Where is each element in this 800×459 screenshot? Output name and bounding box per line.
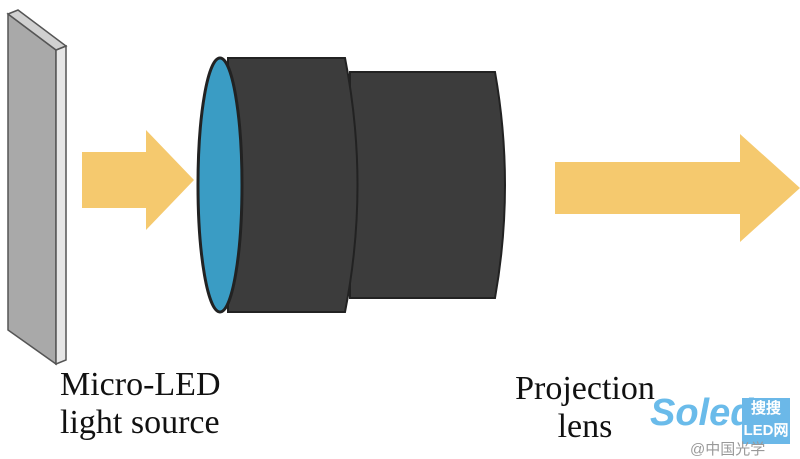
label-line: lens (557, 408, 613, 445)
watermark-badge: 搜搜 LED网 (742, 398, 790, 444)
brand-text: Soled (650, 392, 754, 434)
badge-bottom: LED网 (743, 422, 789, 439)
micro-led-label: Micro-LED light source (60, 366, 221, 442)
micro-led-panel (6, 9, 68, 366)
projection-lens (196, 56, 506, 314)
lens-glass (196, 56, 244, 314)
output-light-arrow (555, 134, 800, 242)
label-line: light source (60, 404, 220, 441)
projection-lens-label: Projection lens (502, 370, 668, 446)
label-line: Projection (515, 370, 655, 407)
badge-top: 搜搜 (750, 400, 781, 417)
input-light-arrow (82, 130, 194, 230)
label-line: Micro-LED (60, 366, 221, 403)
watermark-brand: Soled (650, 392, 753, 435)
watermark-sub: @中国光学 (690, 441, 766, 458)
